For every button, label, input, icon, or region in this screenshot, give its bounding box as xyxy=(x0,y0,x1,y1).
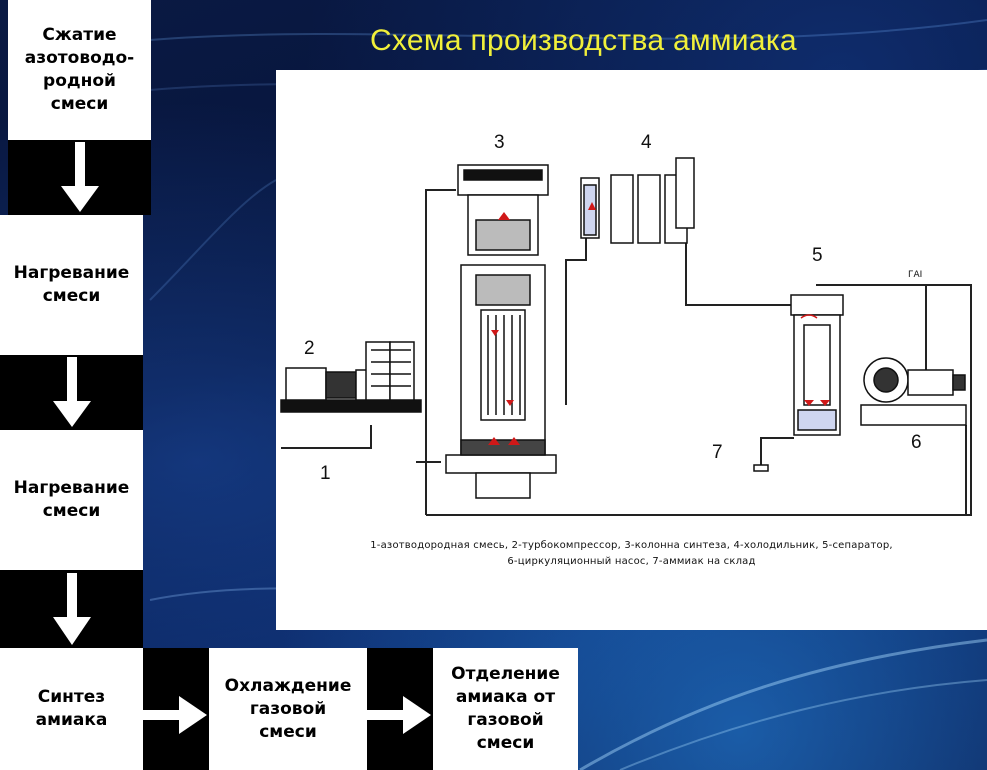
pipe-cooler-to-separator xyxy=(685,240,797,315)
flow-step-heating-2: Нагревание смеси xyxy=(0,430,143,570)
label-3: 3 xyxy=(494,132,505,153)
schematic-caption-line-1: 1-азотводородная смесь, 2-турбокомпрессо… xyxy=(370,540,893,551)
flow-step-line: амиака от xyxy=(455,687,556,707)
flow-step-line: газовой xyxy=(467,710,544,730)
down-arrow-icon xyxy=(53,357,91,427)
ammonia-outlet xyxy=(753,464,769,472)
process-schematic-panel: 1 2 3 4 5 6 7 ГАI 1-азотводородная смесь… xyxy=(276,70,987,630)
flow-step-cooling: Охлаждение газовой смеси xyxy=(209,648,367,770)
flow-step-line: Сжатие xyxy=(42,25,117,45)
label-4: 4 xyxy=(641,132,652,153)
slide-title: Схема производства аммиака xyxy=(370,24,797,57)
label-1: 1 xyxy=(320,463,331,484)
flow-step-line: азотоводо- xyxy=(24,48,135,68)
flow-step-synthesis: Синтез амиака xyxy=(0,648,143,770)
down-arrow-icon xyxy=(53,573,91,645)
flow-step-line: амиака xyxy=(35,710,108,730)
label-7: 7 xyxy=(712,442,723,463)
pipe-ammonia-out xyxy=(760,437,794,468)
label-6: 6 xyxy=(911,432,922,453)
pipe-inlet-1 xyxy=(281,425,372,449)
flow-step-heating-1: Нагревание смеси xyxy=(0,215,143,355)
process-schematic xyxy=(280,157,972,516)
schematic-caption-line-2: 6-циркуляционный насос, 7-аммиак на скла… xyxy=(507,556,756,567)
flow-step-line: смеси xyxy=(476,733,535,753)
flow-step-line: смеси xyxy=(42,286,101,306)
flow-step-line: Нагревание xyxy=(13,478,130,498)
flow-step-line: Нагревание xyxy=(13,263,130,283)
down-arrow-icon xyxy=(61,142,99,212)
right-arrow-icon xyxy=(143,696,207,734)
flow-step-line: Охлаждение xyxy=(224,675,352,696)
right-arrow-icon xyxy=(367,696,431,734)
flow-step-line: смеси xyxy=(42,501,101,521)
flow-step-line: Синтез xyxy=(37,687,106,707)
pipe-separator-to-pump xyxy=(841,284,927,390)
flow-step-line: газовой xyxy=(249,698,327,719)
turbocompressor xyxy=(280,341,422,413)
flow-step-line: родной xyxy=(43,71,116,91)
flow-step-line: смеси xyxy=(259,721,317,742)
flow-step-compression: Сжатие азотоводо- родной смеси xyxy=(8,0,151,140)
label-5: 5 xyxy=(812,245,823,266)
label-2: 2 xyxy=(304,338,315,359)
circulation-pump xyxy=(860,357,967,426)
synthesis-column xyxy=(445,164,557,499)
pipe-label: ГАI xyxy=(908,270,923,280)
flow-step-line: Отделение xyxy=(451,664,560,684)
flow-step-line: смеси xyxy=(50,94,109,114)
cooler xyxy=(580,157,695,244)
pipe-return-bottom xyxy=(425,189,456,515)
flow-step-separation: Отделение амиака от газовой смеси xyxy=(433,648,578,770)
separator xyxy=(790,294,844,436)
